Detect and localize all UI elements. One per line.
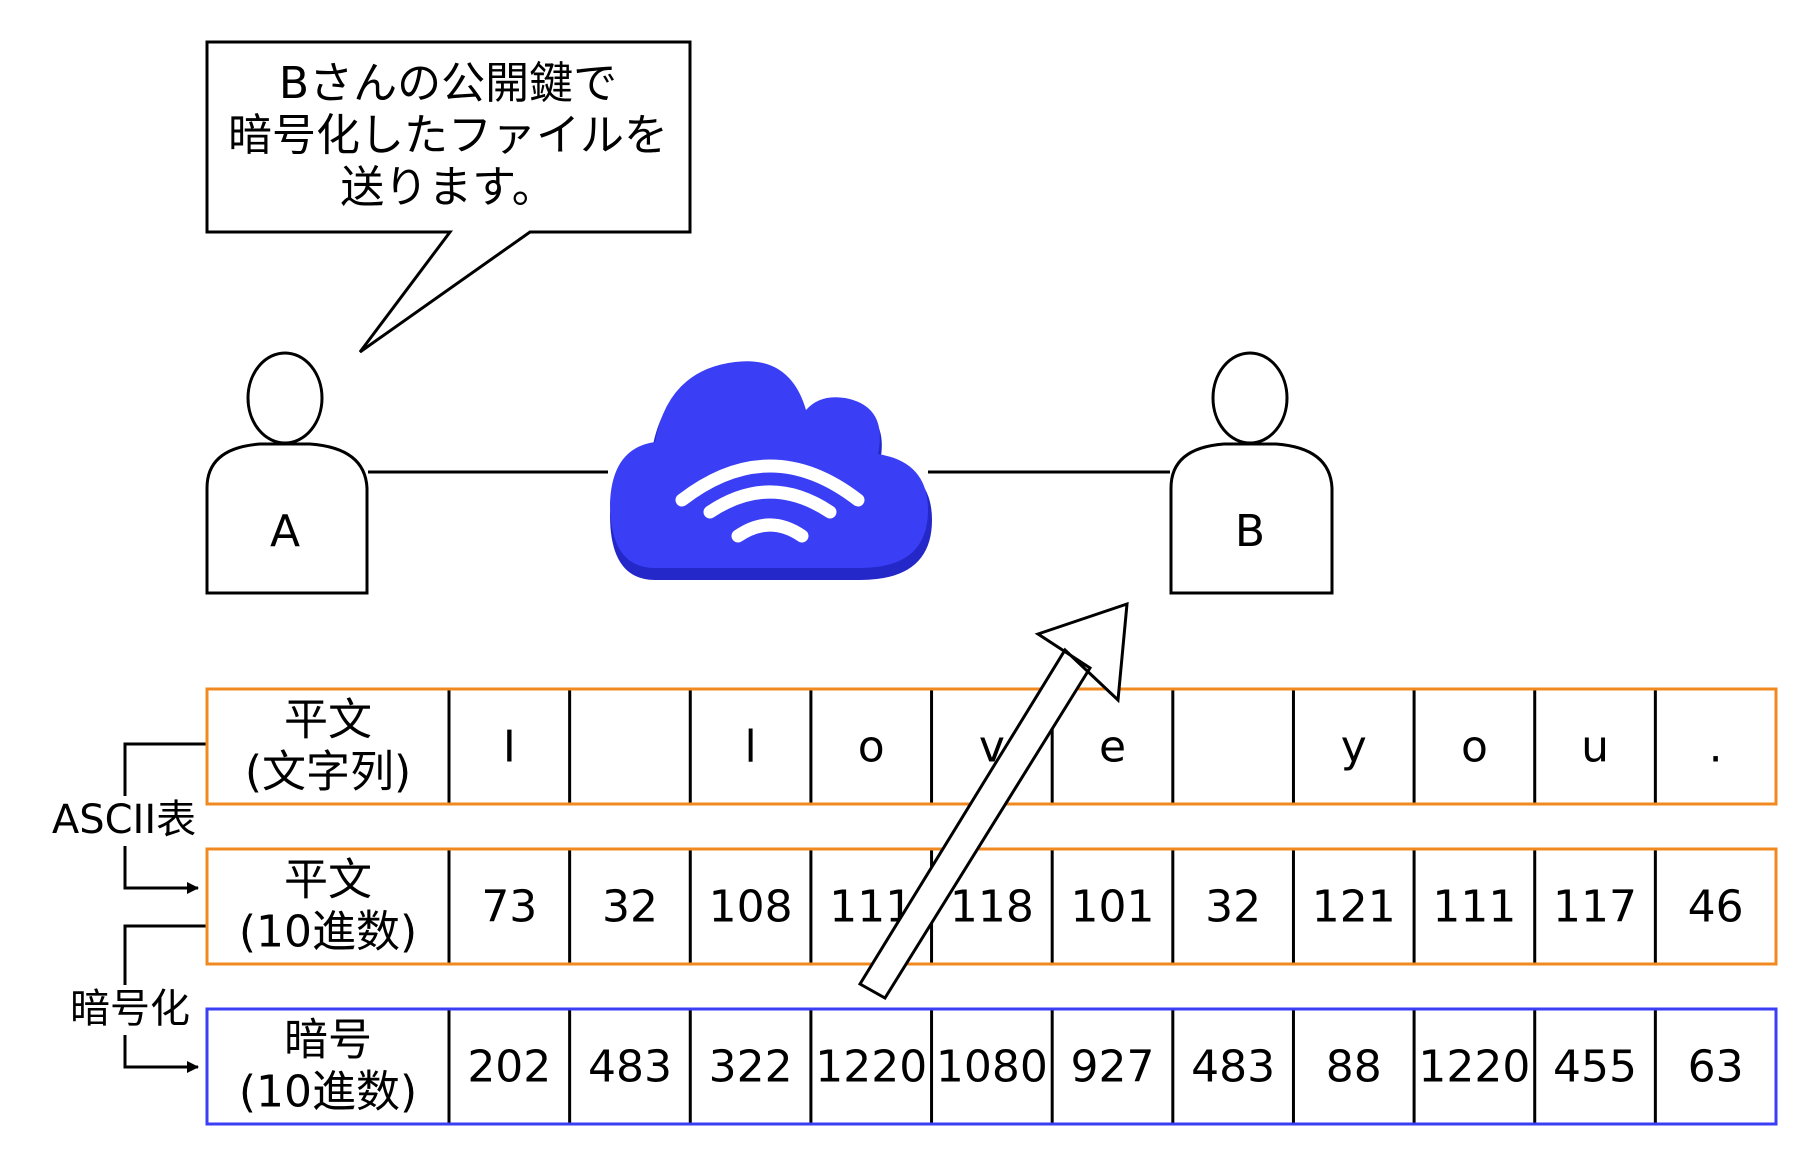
person-a-head [246, 351, 324, 445]
table-cell: 101 [1071, 882, 1155, 933]
table-cell: 73 [481, 882, 537, 933]
table-cell: 111 [1432, 882, 1516, 933]
table-cell: 88 [1326, 1042, 1382, 1093]
table-cell: y [1341, 722, 1367, 773]
table-cell: 483 [1191, 1042, 1275, 1093]
row-header: 平文 [284, 695, 372, 746]
table-cell: 63 [1688, 1042, 1744, 1093]
table-cell: l [744, 722, 756, 773]
table-cell: 32 [602, 882, 658, 933]
table-cell: I [503, 722, 516, 773]
table-cell: u [1581, 722, 1609, 773]
person-a-body [205, 442, 369, 595]
table-cell: 1220 [815, 1042, 927, 1093]
table-cell: 121 [1312, 882, 1396, 933]
table-cell: 46 [1688, 882, 1744, 933]
table-cell: o [1461, 722, 1488, 773]
wifi-cloud-icon [610, 361, 932, 580]
encrypt-connector: 暗号化 [60, 924, 207, 1073]
table-cell: 202 [467, 1042, 551, 1093]
row-header: 平文 [284, 855, 372, 906]
row-border [205, 1007, 1778, 1126]
person-b-body [1169, 442, 1334, 595]
speech-line-3: 送ります。 [340, 162, 556, 213]
table-cell: 483 [588, 1042, 672, 1093]
speech-line-1: Bさんの公開鍵で [279, 58, 617, 109]
encrypt-label: 暗号化 [70, 986, 190, 1032]
table-cell: 118 [950, 882, 1034, 933]
table-cell: 1220 [1418, 1042, 1530, 1093]
send-arrow-icon [857, 601, 1129, 1001]
row-header: (文字列) [245, 747, 411, 798]
table-cell: 117 [1553, 882, 1637, 933]
table-cell: 927 [1071, 1042, 1155, 1093]
ascii-label: ASCII表 [52, 797, 196, 843]
table-cell: 32 [1205, 882, 1261, 933]
row-header: 暗号 [284, 1015, 372, 1066]
person-b-head [1211, 351, 1289, 445]
table-cell: 108 [709, 882, 793, 933]
row-header: (10進数) [239, 1067, 417, 1118]
person-b-label: B [1235, 506, 1265, 557]
row-header: (10進数) [239, 907, 417, 958]
table-cell: e [1099, 722, 1126, 773]
person-a-label: A [270, 506, 300, 557]
row-border [205, 847, 1778, 966]
ascii-connector: ASCII表 [40, 742, 207, 894]
table-cell: 455 [1553, 1042, 1637, 1093]
table-cell: 1080 [936, 1042, 1048, 1093]
table-cell: . [1709, 722, 1723, 773]
speech-line-2: 暗号化したファイルを [228, 110, 668, 161]
person-b: B [1169, 351, 1334, 595]
speech-bubble: Bさんの公開鍵で 暗号化したファイルを 送ります。 [205, 40, 692, 354]
table-cell: 322 [709, 1042, 793, 1093]
table-cell: o [858, 722, 885, 773]
person-a: A [205, 351, 369, 595]
